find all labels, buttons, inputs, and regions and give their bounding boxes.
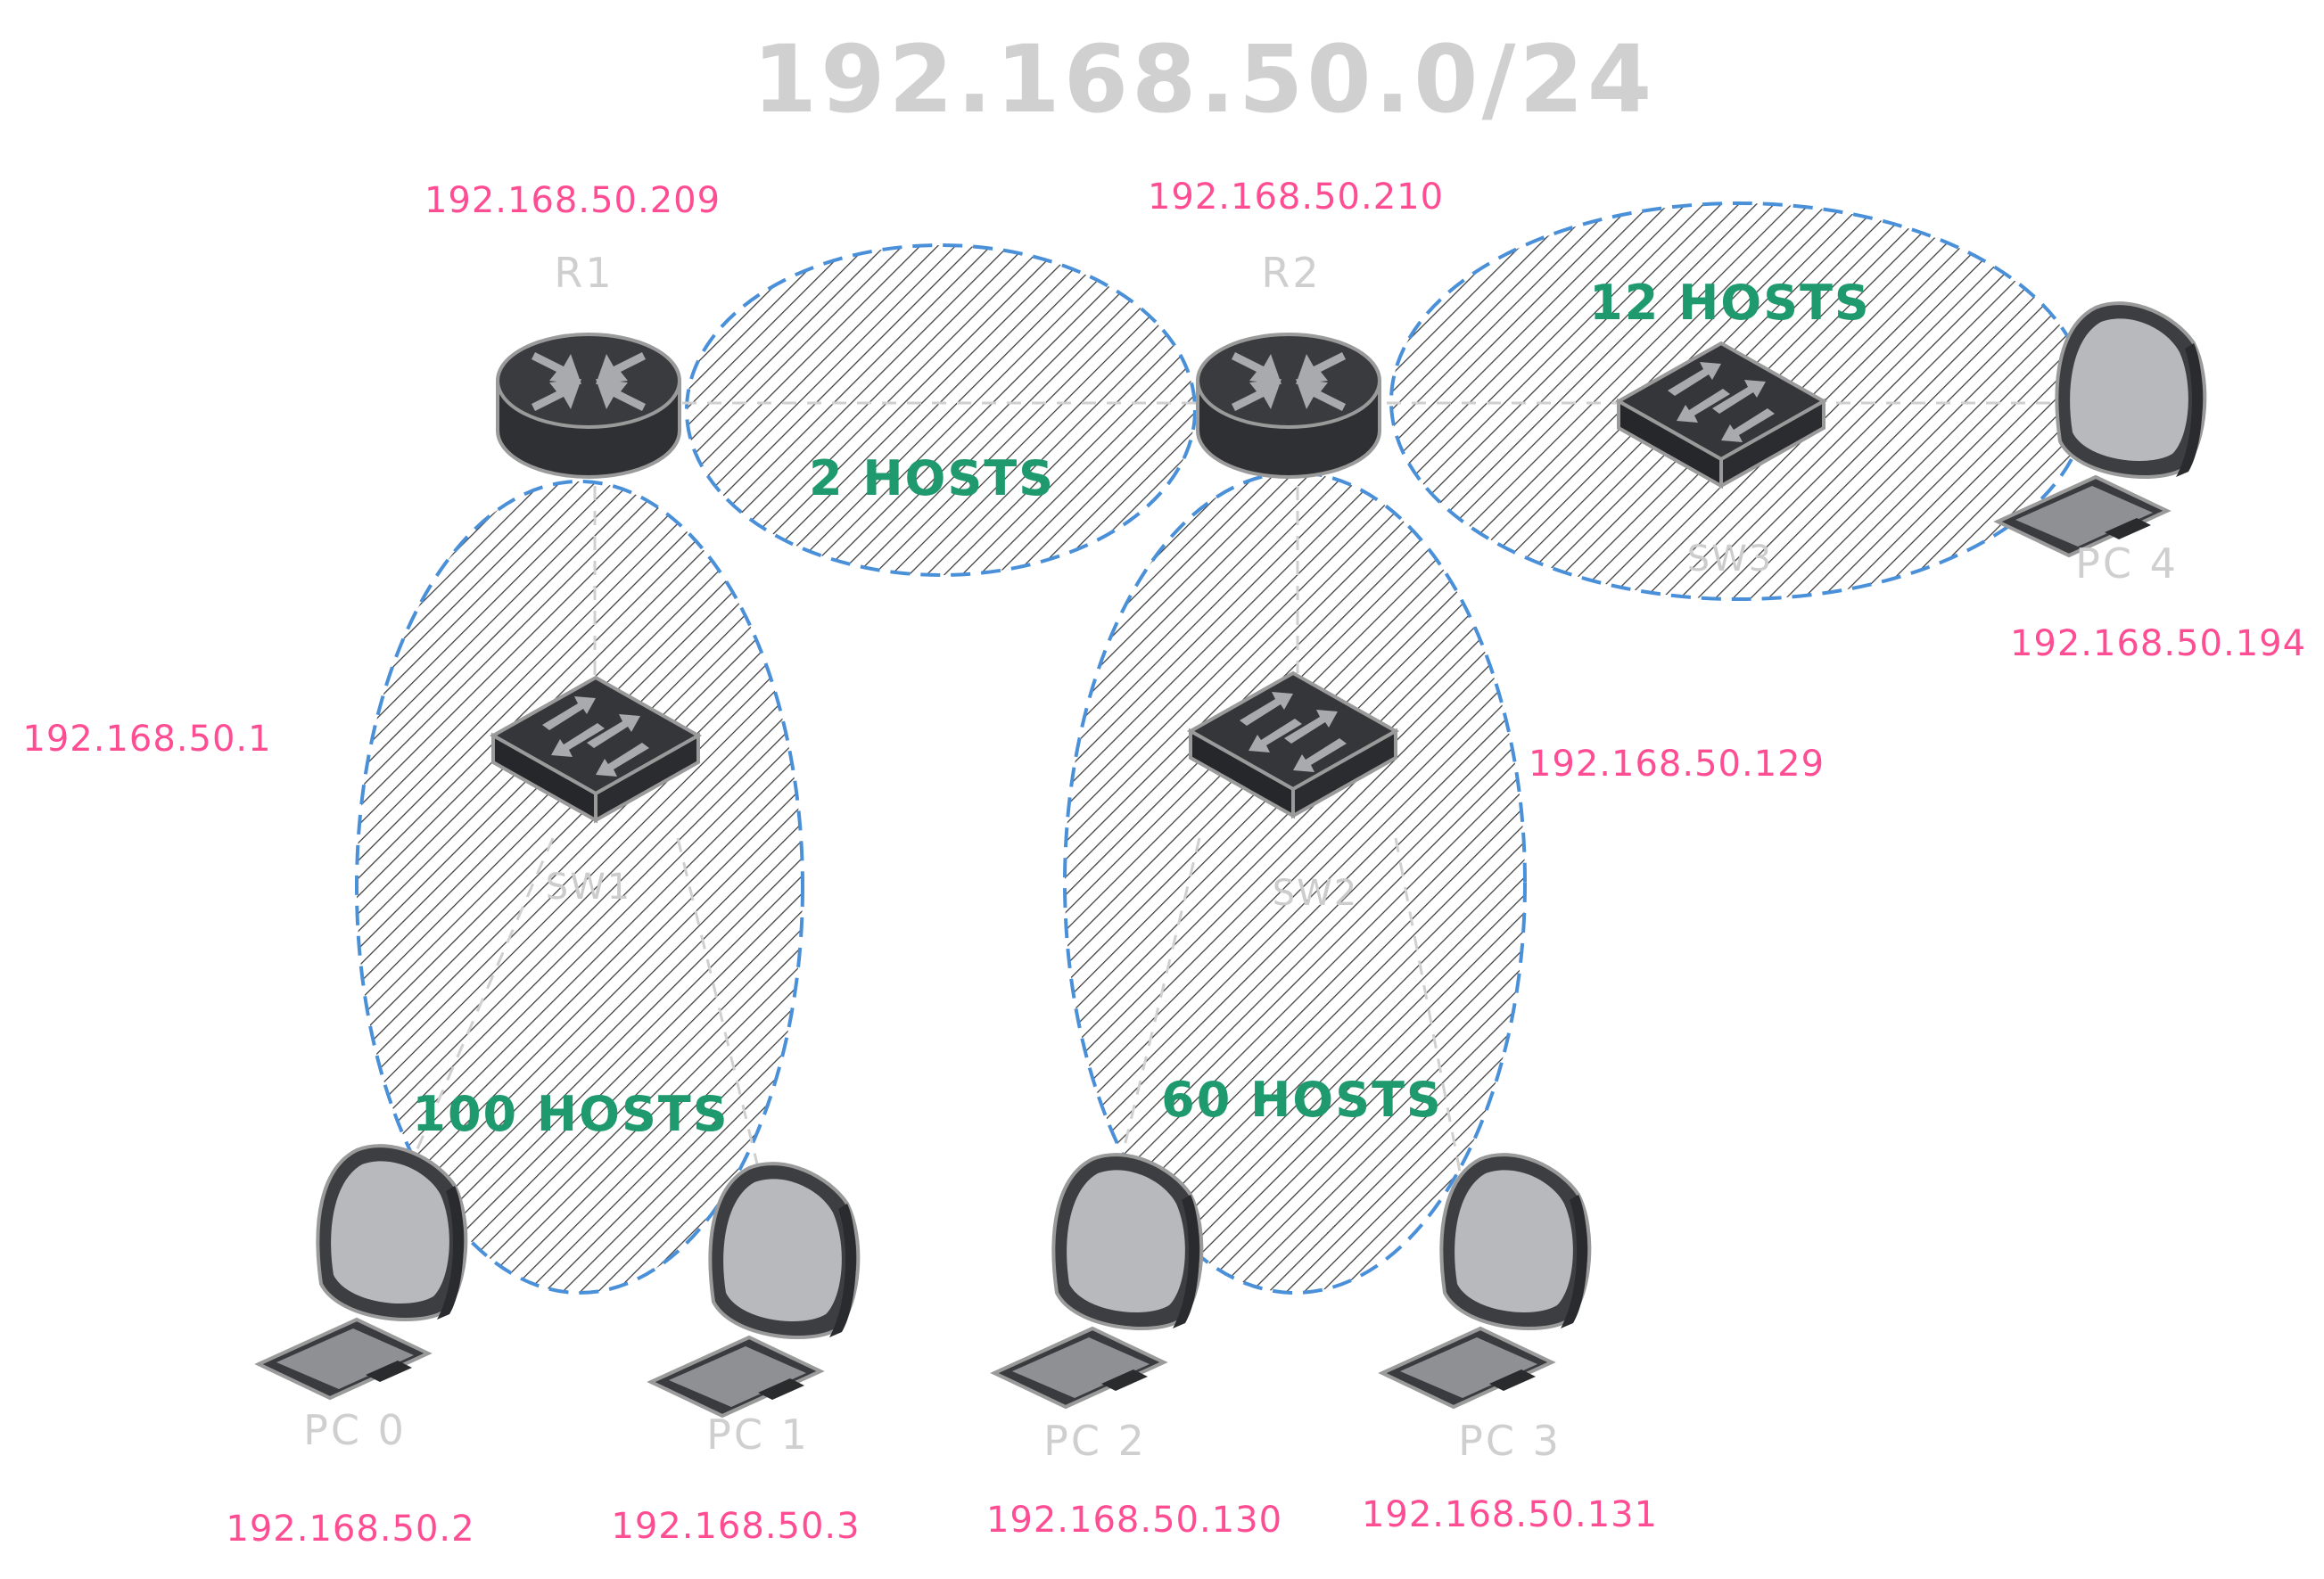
r2-label: R2 <box>1261 249 1321 297</box>
link-sw1-pc0 <box>400 837 555 1187</box>
pc2-icon[interactable] <box>993 1153 1204 1409</box>
pc2-ip: 192.168.50.130 <box>986 1500 1282 1541</box>
links <box>400 401 2069 1187</box>
pc3-label: PC 3 <box>1458 1417 1562 1465</box>
sw3-label: SW3 <box>1687 539 1773 580</box>
pc1-ip: 192.168.50.3 <box>611 1506 860 1547</box>
pc0-icon[interactable] <box>257 1144 468 1400</box>
link-sw2-pc3 <box>1394 837 1464 1187</box>
r1-ip: 192.168.50.209 <box>424 180 721 221</box>
sw1-label: SW1 <box>546 867 631 908</box>
link-sw1-pc1 <box>676 837 764 1187</box>
pc0-ip: 192.168.50.2 <box>226 1509 474 1550</box>
pc4-label: PC 4 <box>2075 539 2179 588</box>
pc4-ip: 192.168.50.194 <box>2010 623 2306 664</box>
wan-subnet-zone <box>685 243 1197 577</box>
router-r1-icon[interactable] <box>496 333 681 479</box>
pc0-label: PC 0 <box>303 1406 407 1454</box>
wan-hosts-label: 2 HOSTS <box>809 450 1055 506</box>
pc2-label: PC 2 <box>1043 1417 1147 1465</box>
pc3-ip: 192.168.50.131 <box>1362 1494 1658 1535</box>
lan3-hosts-label: 12 HOSTS <box>1589 275 1871 331</box>
diagram-title: 192.168.50.0/24 <box>753 25 1656 134</box>
lan1-hosts-label: 100 HOSTS <box>412 1086 729 1142</box>
lan1-gateway-ip: 192.168.50.1 <box>22 719 271 760</box>
link-sw2-pc2 <box>1117 837 1201 1169</box>
r1-label: R1 <box>554 249 614 297</box>
lan2-hosts-label: 60 HOSTS <box>1161 1072 1443 1128</box>
r2-ip: 192.168.50.210 <box>1148 177 1444 218</box>
router-r2-icon[interactable] <box>1196 333 1381 479</box>
pc1-label: PC 1 <box>706 1410 810 1459</box>
lan2-subnet-zone <box>1063 471 1527 1295</box>
sw2-label: SW2 <box>1273 873 1358 914</box>
lan1-subnet-zone <box>355 480 804 1295</box>
lan2-gateway-ip: 192.168.50.129 <box>1529 744 1825 785</box>
